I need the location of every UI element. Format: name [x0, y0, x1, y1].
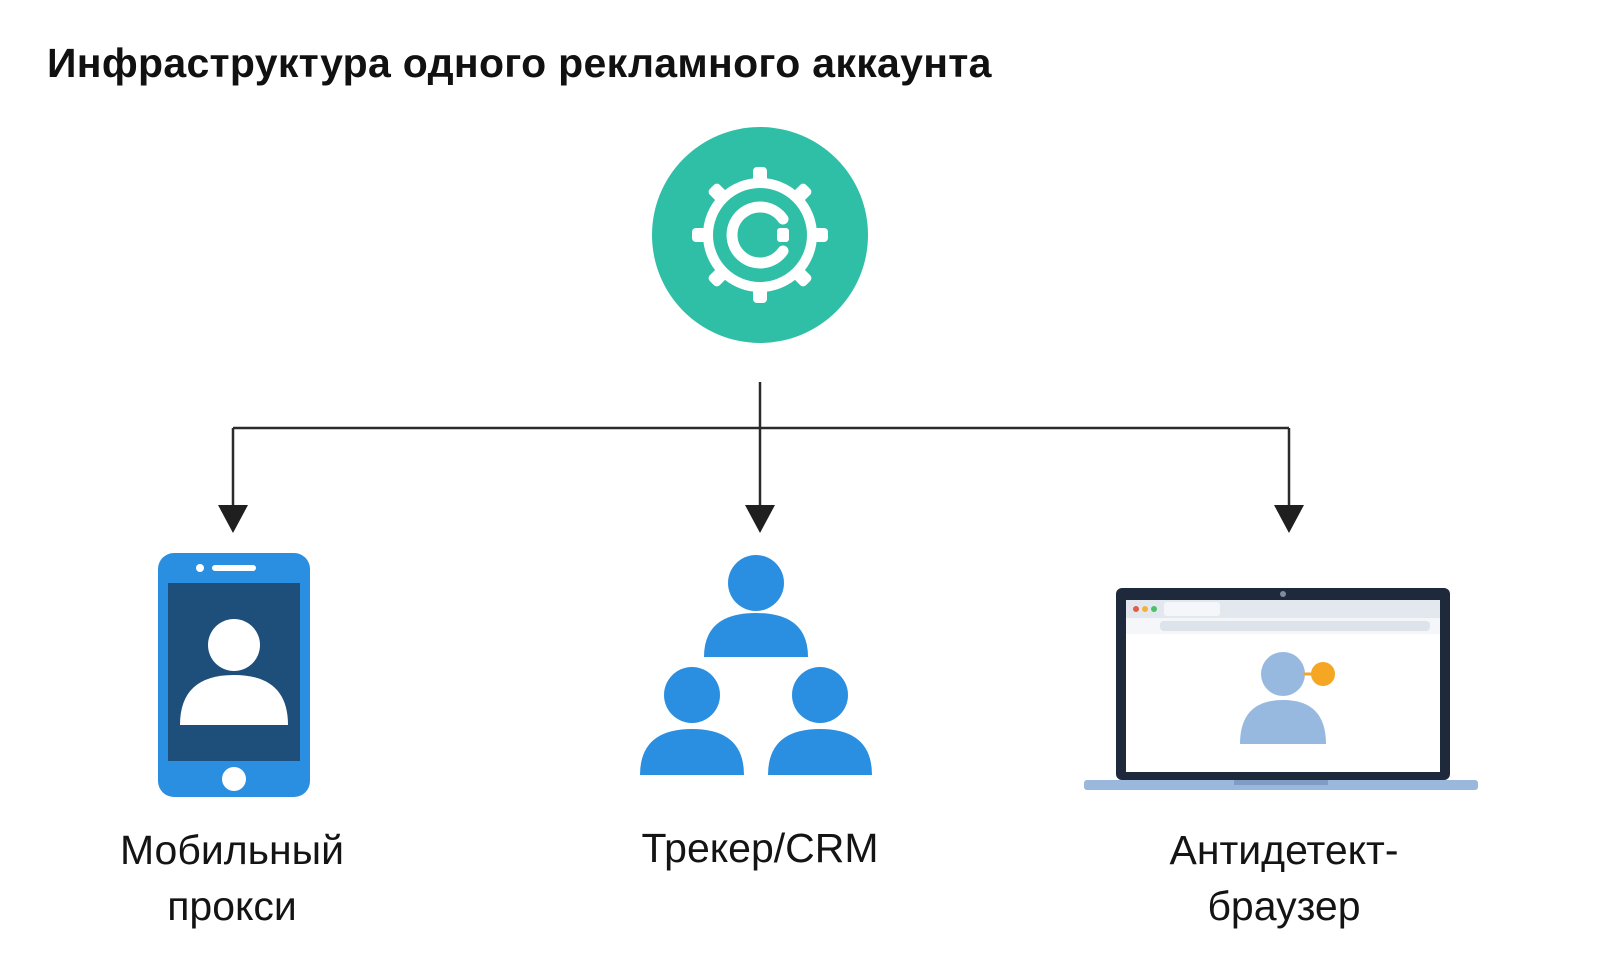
- arrow-down-icon: [218, 505, 248, 533]
- mobile-phone-user-icon: [158, 553, 310, 797]
- arrow-down-icon: [1274, 505, 1304, 533]
- node-label-antidetect-browser: Антидетект- браузер: [1169, 827, 1399, 929]
- node-label-tracker-crm: Трекер/CRM: [641, 825, 879, 871]
- gear-c-logo-icon: [652, 127, 868, 343]
- team-hierarchy-icon: [640, 555, 872, 775]
- arrow-down-icon: [745, 505, 775, 533]
- laptop-browser-icon: [1084, 588, 1478, 790]
- page-title: Инфраструктура одного рекламного аккаунт…: [47, 40, 992, 86]
- node-label-mobile-proxy: Мобильный прокси: [119, 827, 345, 929]
